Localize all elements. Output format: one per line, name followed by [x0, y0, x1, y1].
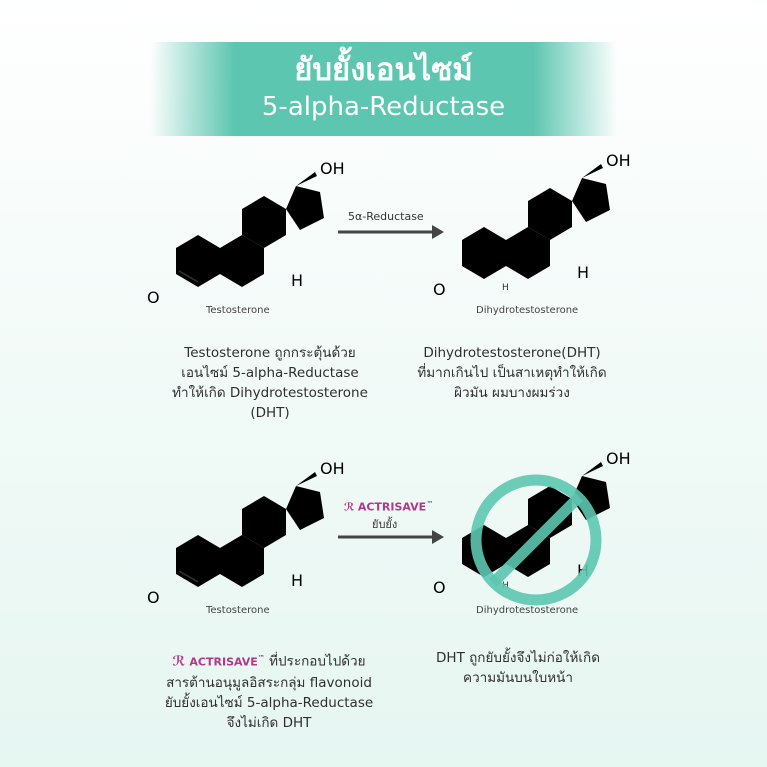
- brand-name: ACTRISAVE: [357, 500, 427, 514]
- reaction-arrow-top: [338, 225, 444, 239]
- dht-inhibited-description: DHT ถูกยับยั้งจึงไม่ก่อให้เกิด ความมันบน…: [398, 648, 638, 688]
- text-line: ℛ ACTRISAVE™ ที่ประกอบไปด้วย: [138, 648, 400, 673]
- text-line: (DHT): [250, 405, 290, 421]
- text-line: สารต้านอนุมูลอิสระกลุ่ม flavonoid: [166, 674, 372, 691]
- text-line: เอนไซม์ 5-alpha-Reductase: [181, 365, 359, 381]
- brand-label: ℛ ACTRISAVE™: [344, 500, 433, 514]
- text-line: DHT ถูกยับยั้งจึงไม่ก่อให้เกิด: [436, 650, 600, 666]
- trademark: ™: [257, 654, 265, 662]
- actrisave-logo-icon: ℛ: [172, 653, 186, 670]
- enzyme-label: 5α-Reductase: [348, 210, 424, 223]
- actrisave-logo-icon: ℛ: [344, 500, 355, 514]
- inhibit-label: ยับยั้ง: [372, 518, 398, 531]
- text-fragment: ที่ประกอบไปด้วย: [269, 653, 366, 670]
- trademark: ™: [426, 500, 434, 508]
- dht-description: Dihydrotestosterone(DHT) ที่มากเกินไป เป…: [392, 343, 632, 403]
- dht-molecule-top: H: [433, 151, 631, 299]
- dht-label-bottom: Dihydrotestosterone: [476, 605, 579, 616]
- testosterone-label-top: Testosterone: [206, 305, 270, 316]
- dht-label-top: Dihydrotestosterone: [476, 305, 579, 316]
- text-line: ทำให้เกิด Dihydrotestosterone: [172, 385, 368, 401]
- text-line: ผิวมัน ผมบางผมร่วง: [454, 385, 570, 401]
- reaction-arrow-bottom: [338, 530, 444, 544]
- testosterone-molecule-top: [147, 159, 345, 307]
- text-line: Testosterone ถูกกระตุ้นด้วย: [184, 345, 356, 361]
- actrisave-description: ℛ ACTRISAVE™ ที่ประกอบไปด้วย สารต้านอนุม…: [138, 648, 400, 733]
- testosterone-molecule-bottom: [147, 459, 345, 607]
- prohibited-icon: [470, 474, 602, 606]
- header-banner: ยับยั้งเอนไซม์ 5-alpha-Reductase: [150, 42, 617, 136]
- header-subtitle: 5-alpha-Reductase: [261, 92, 506, 122]
- text-line: จึงไม่เกิด DHT: [226, 714, 312, 731]
- hydrogen-label: H: [502, 283, 509, 293]
- text-line: Dihydrotestosterone(DHT): [423, 345, 601, 361]
- text-line: ยับยั้งเอนไซม์ 5-alpha-Reductase: [164, 694, 374, 711]
- text-line: ความมันบนใบหน้า: [463, 670, 573, 686]
- text-line: ที่มากเกินไป เป็นสาเหตุทำให้เกิด: [417, 365, 607, 381]
- testosterone-label-bottom: Testosterone: [206, 605, 270, 616]
- header-title: ยับยั้งเอนไซม์: [294, 52, 473, 88]
- brand-name: ACTRISAVE: [189, 655, 258, 669]
- testosterone-description: Testosterone ถูกกระตุ้นด้วย เอนไซม์ 5-al…: [155, 343, 385, 423]
